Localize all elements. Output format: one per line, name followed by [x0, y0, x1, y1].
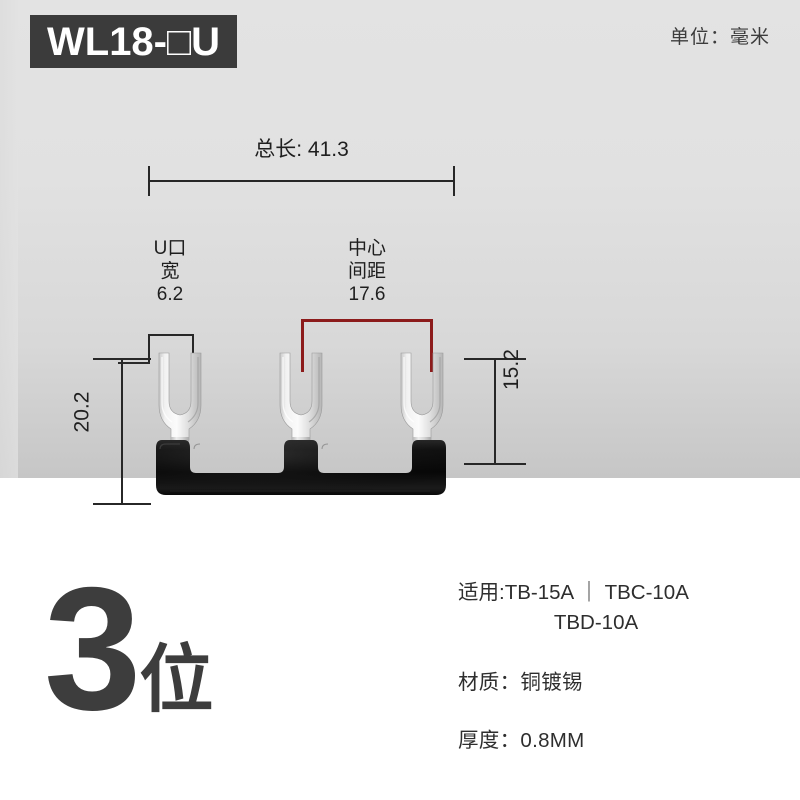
- model-badge-label: WL18-□U: [47, 19, 221, 64]
- fork-height-value: 15.2: [500, 349, 523, 390]
- u-opening-dimension-line: [148, 334, 194, 336]
- u-opening-label-line2: 宽: [160, 261, 180, 283]
- center-spacing-label-line1: 中心: [347, 238, 386, 259]
- center-spacing-label: 中心 间距 17.6: [300, 237, 434, 307]
- spec-material: 材质：铜镀锡: [458, 671, 583, 695]
- spec-compatibility-line1: 适用:TB-15A ｜ TBC-10A: [458, 581, 689, 604]
- product-photo: [156, 352, 446, 495]
- unit-note: 单位：毫米: [669, 27, 770, 48]
- center-spacing-value: 17.6: [348, 284, 386, 306]
- fork-height-cap-top: [464, 358, 526, 360]
- fork-height-cap-bottom: [464, 463, 526, 465]
- quantity-unit: 位: [139, 638, 214, 721]
- u-opening-tick-right: [192, 334, 194, 362]
- fork-terminal-3: [400, 352, 444, 446]
- overall-height-cap-top: [93, 358, 151, 360]
- total-length-dimension-line: [148, 180, 455, 182]
- insulated-body: [156, 440, 446, 495]
- center-spacing-dimension-line: [301, 319, 433, 322]
- backdrop-edge-shade: [0, 0, 18, 478]
- total-length-label: 总长: 41.3: [254, 138, 349, 161]
- fork-terminal-1: [158, 352, 202, 446]
- u-opening-tick-left: [148, 334, 150, 362]
- fork-terminal-2: [279, 352, 323, 446]
- center-spacing-label-line2: 间距: [347, 261, 386, 283]
- model-badge: WL18-□U: [30, 15, 238, 68]
- overall-height-dimension-line: [121, 358, 123, 505]
- overall-height-value: 20.2: [70, 391, 94, 433]
- spec-list: 适用:TB-15A ｜ TBC-10A TBD-10A 材质：铜镀锡 厚度：0.…: [458, 578, 758, 753]
- u-opening-label-line1: U口: [153, 238, 187, 259]
- spec-thickness: 厚度：0.8MM: [458, 729, 585, 753]
- quantity-block: 3 位: [44, 552, 214, 747]
- u-opening-leader-line: [118, 362, 150, 364]
- fork-height-dimension-line: [494, 358, 496, 465]
- u-opening-label: U口 宽 6.2: [122, 237, 218, 307]
- total-length-tick-right: [453, 166, 455, 196]
- overall-height-cap-bottom: [93, 503, 151, 505]
- spec-compatibility-line2: TBD-10A: [553, 610, 639, 634]
- total-length-tick-left: [148, 166, 150, 196]
- center-spacing-tick-right: [430, 319, 433, 372]
- center-spacing-tick-left: [301, 319, 304, 372]
- quantity-number: 3: [44, 552, 141, 747]
- photo-backdrop: [0, 0, 800, 478]
- u-opening-value: 6.2: [156, 284, 184, 306]
- spec-compatibility: 适用:TB-15A ｜ TBC-10A TBD-10A: [458, 578, 758, 637]
